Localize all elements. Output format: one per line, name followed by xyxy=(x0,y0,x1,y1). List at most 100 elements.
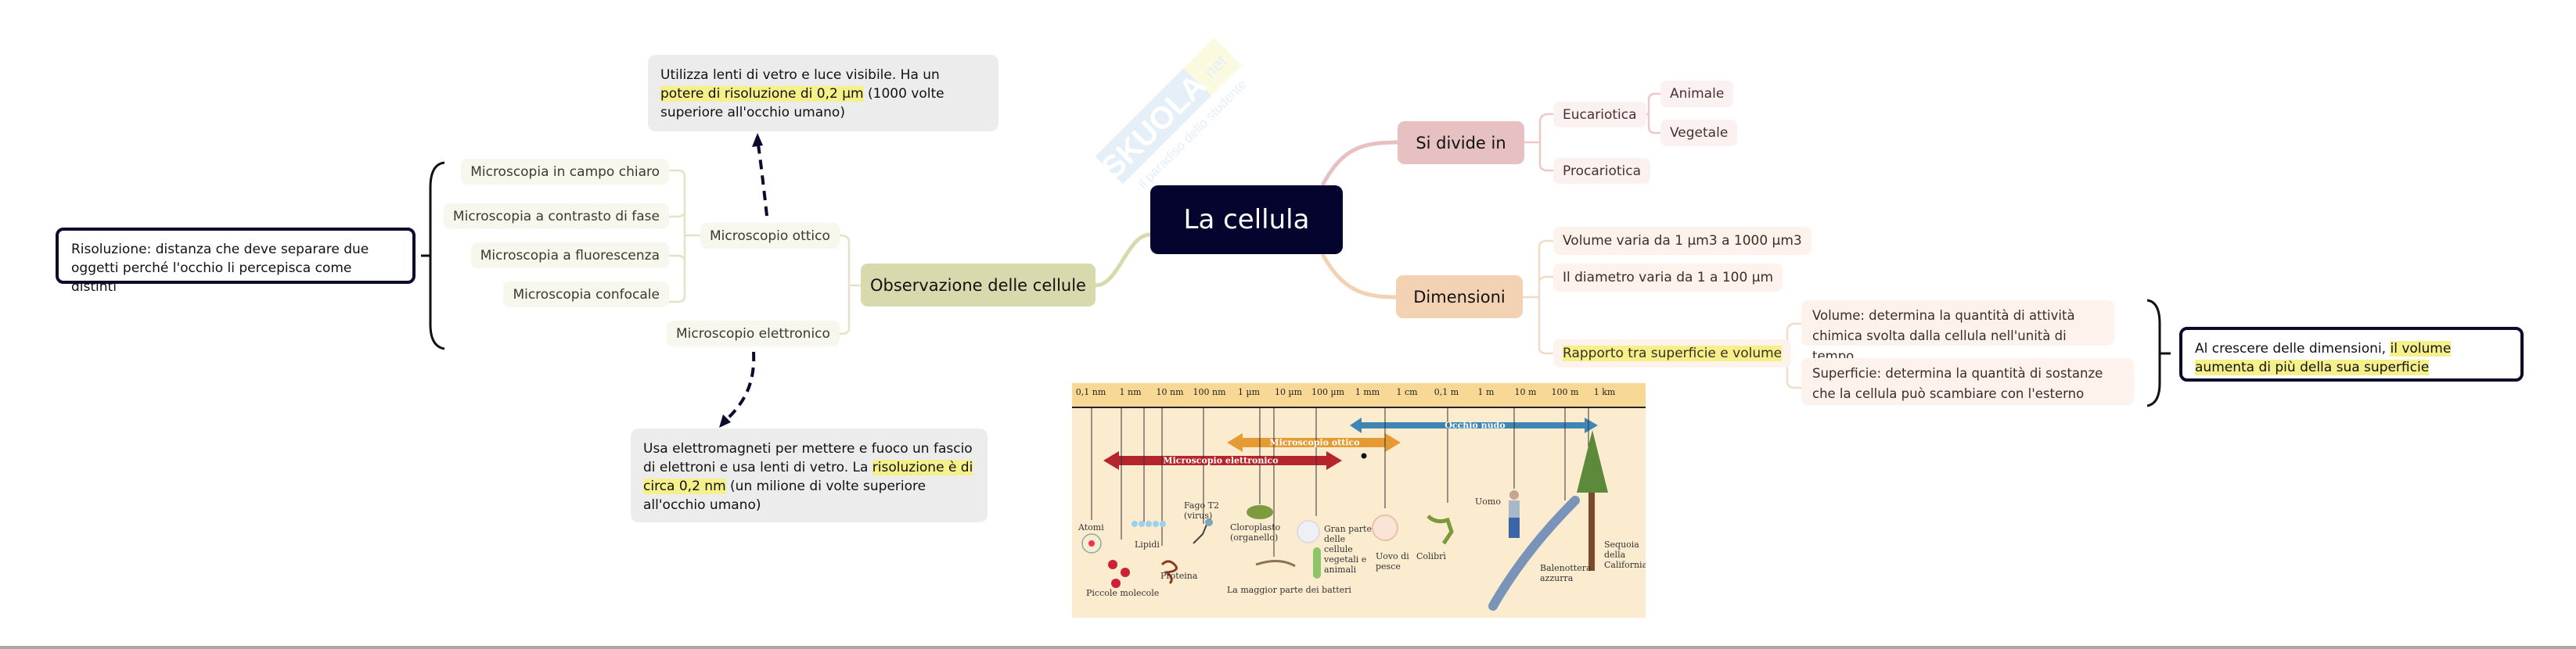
phage-icon xyxy=(1193,524,1207,544)
watermark-suffix-bg xyxy=(1183,38,1242,96)
range-label-optical: Microscopio ottico xyxy=(1269,437,1360,448)
subtopic-label: Microscopio elettronico xyxy=(676,325,830,342)
arrowhead-optical xyxy=(752,133,763,147)
ruler-tick-label: 1 µm xyxy=(1237,387,1261,397)
subtopic-label: Volume varia da 1 µm3 a 1000 µm3 xyxy=(1563,233,1802,249)
object-label: Uomo xyxy=(1475,497,1501,507)
subtopic-surface-volume-ratio[interactable]: Rapporto tra superficie e volume xyxy=(1553,339,1792,368)
ruler-tick-label: 1 nm xyxy=(1119,387,1142,397)
object-label: Uovo di pesce xyxy=(1376,551,1409,572)
object-label: Lipidi xyxy=(1135,540,1160,550)
subtopic-prokaryotic[interactable]: Procariotica xyxy=(1553,158,1650,184)
object-label: Fago T2 (virus) xyxy=(1184,500,1219,521)
note-text: Utilizza lenti di vetro e luce visibile.… xyxy=(660,67,940,83)
note-text: Usa elettromagneti per mettere e fuoco u… xyxy=(643,441,973,475)
connector-division-children xyxy=(1524,113,1553,172)
technique-item[interactable]: Microscopia a contrasto di fase xyxy=(443,203,669,229)
object-label: Proteina xyxy=(1160,571,1198,581)
root-topic[interactable]: La cellula xyxy=(1150,185,1343,254)
arrowhead-electronic xyxy=(719,414,731,428)
fish-egg-icon xyxy=(1372,515,1398,541)
plant-cell-icon xyxy=(1313,547,1321,579)
bacteria-icon xyxy=(1255,560,1296,568)
left-bracket xyxy=(429,161,445,350)
protein-icon xyxy=(1160,560,1178,585)
topic-division[interactable]: Si divide in xyxy=(1398,121,1524,164)
note-text: (un milione di volte superiore all'occhi… xyxy=(643,479,926,513)
ruler-tick-label: 0,1 nm xyxy=(1075,387,1106,397)
summary-text: Al crescere delle dimensioni, xyxy=(2195,341,2391,357)
topic-dimensions-label: Dimensioni xyxy=(1413,287,1506,307)
human-legs-icon xyxy=(1509,518,1520,538)
connector-root-division xyxy=(1320,140,1398,187)
range-label-naked-eye: Occhio nudo xyxy=(1445,420,1506,431)
scale-graphics xyxy=(1081,408,1608,611)
topic-division-label: Si divide in xyxy=(1416,133,1506,152)
object-label: La maggior parte dei batteri xyxy=(1227,585,1351,595)
range-arrow-electronic xyxy=(1103,451,1342,470)
subtopic-label: Procariotica xyxy=(1563,163,1641,179)
technique-label: Microscopia a fluorescenza xyxy=(480,247,660,264)
ruler-tick-label: 10 nm xyxy=(1156,387,1184,397)
topic-observation-label: Observazione delle cellule xyxy=(870,275,1086,295)
chloroplast-icon xyxy=(1247,505,1273,519)
subtopic-label: Eucariotica xyxy=(1563,106,1637,123)
connector-optical-techniques xyxy=(669,169,700,303)
ruler-tick-label: 1 mm xyxy=(1355,387,1380,397)
technique-item[interactable]: Microscopia in campo chiaro xyxy=(461,159,669,185)
note-electronic[interactable]: Usa elettromagneti per mettere e fuoco u… xyxy=(631,428,988,522)
subtopic-optical-microscope[interactable]: Microscopio ottico xyxy=(700,223,840,249)
object-label: Sequoia della California xyxy=(1604,540,1646,570)
summary-growth[interactable]: Al crescere delle dimensioni, il volume … xyxy=(2179,327,2524,382)
atom-icon xyxy=(1081,533,1102,554)
ruler-tick-label: 100 nm xyxy=(1193,387,1226,397)
right-bracket xyxy=(2146,299,2161,407)
cell-icon xyxy=(1297,520,1320,543)
scale-ruler xyxy=(1072,383,1646,408)
atom-nucleus-icon xyxy=(1088,540,1095,547)
dashed-arrow-optical xyxy=(756,138,768,217)
object-label: Piccole molecole xyxy=(1086,588,1160,598)
object-label: Gran parte delle cellule vegetali e anim… xyxy=(1324,524,1372,575)
object-label: Cloroplasto (organello) xyxy=(1230,522,1281,543)
technique-item[interactable]: Microscopia confocale xyxy=(503,281,669,307)
object-label: Balenottera azzurra xyxy=(1540,563,1592,583)
technique-label: Microscopia confocale xyxy=(513,286,660,303)
bottom-border xyxy=(0,646,2576,649)
summary-resolution[interactable]: Risoluzione: distanza che deve separare … xyxy=(56,228,416,295)
connector-dimensions-children xyxy=(1523,239,1553,355)
note-optical[interactable]: Utilizza lenti di vetro e luce visibile.… xyxy=(648,55,998,131)
ruler-tick-label: 100 µm xyxy=(1311,387,1345,397)
human-body-icon xyxy=(1509,500,1520,518)
subtopic-label: Microscopio ottico xyxy=(710,228,830,244)
subtopic-diameter-range[interactable]: Il diametro varia da 1 a 100 µm xyxy=(1553,264,1783,292)
subtopic-electronic-microscope[interactable]: Microscopio elettronico xyxy=(667,321,840,346)
molecule-icon xyxy=(1111,579,1121,588)
connector-root-observation xyxy=(1095,232,1151,288)
ratio-text: Superficie: determina la quantità di sos… xyxy=(1812,366,2103,401)
subtopic-eukaryotic[interactable]: Eucariotica xyxy=(1553,102,1646,127)
summary-text: Risoluzione: distanza che deve separare … xyxy=(71,242,369,295)
connector-observation-microscopes xyxy=(829,234,861,335)
topic-observation[interactable]: Observazione delle cellule xyxy=(861,264,1096,307)
subtopic-label: Vegetale xyxy=(1670,125,1729,141)
guide-lines xyxy=(1091,408,1589,557)
topic-dimensions[interactable]: Dimensioni xyxy=(1396,275,1523,318)
connector-root-dimensions xyxy=(1320,253,1397,299)
technique-item[interactable]: Microscopia a fluorescenza xyxy=(470,242,669,268)
subtopic-volume-range[interactable]: Volume varia da 1 µm3 a 1000 µm3 xyxy=(1553,227,1811,255)
subtopic-label: Rapporto tra superficie e volume xyxy=(1563,346,1783,361)
hummingbird-icon xyxy=(1427,515,1454,545)
range-arrow-optical xyxy=(1227,433,1401,452)
subtopic-animal[interactable]: Animale xyxy=(1660,81,1734,107)
marker-dot xyxy=(1361,453,1367,459)
ratio-volume[interactable]: Volume: determina la quantità di attivit… xyxy=(1801,300,2114,364)
note-text: (1000 volte superiore all'occhio umano) xyxy=(660,86,944,120)
ruler-tick-label: 0,1 m xyxy=(1434,387,1459,397)
subtopic-plant[interactable]: Vegetale xyxy=(1660,120,1738,146)
ratio-surface[interactable]: Superficie: determina la quantità di sos… xyxy=(1801,358,2134,405)
skuola-watermark: SKUOLA .net il paradiso dello studente xyxy=(1095,38,1250,192)
dashed-arrow-electronic xyxy=(722,351,756,424)
object-label: Atomi xyxy=(1078,522,1104,532)
object-label: Colibrì xyxy=(1416,551,1446,561)
